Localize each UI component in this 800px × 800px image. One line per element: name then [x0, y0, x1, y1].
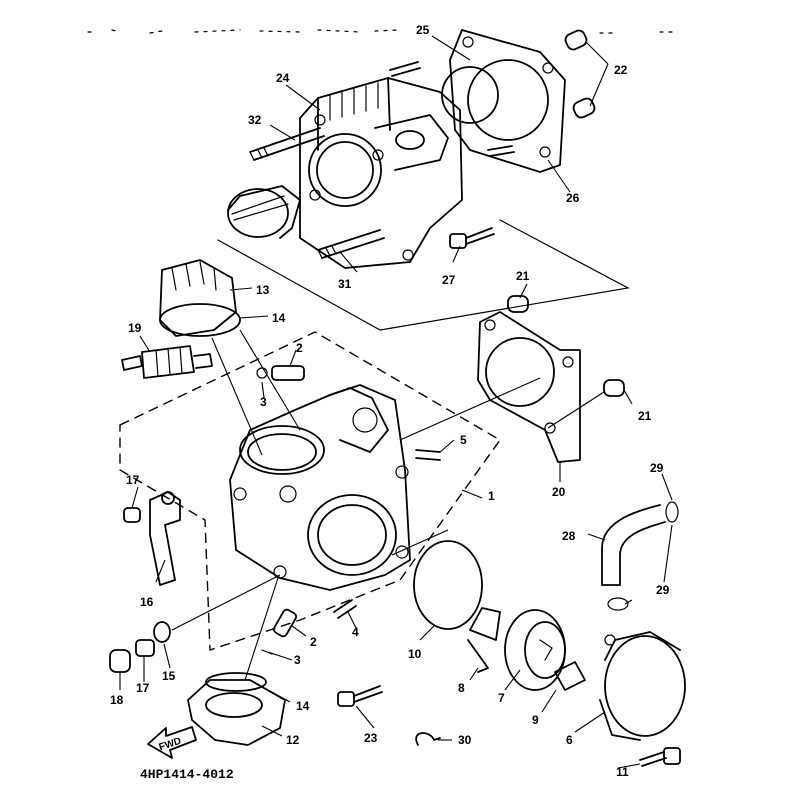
callout-31: 31 — [338, 277, 352, 291]
callout-1: 1 — [488, 489, 495, 503]
intake-joint — [187, 672, 286, 746]
diagram-caption: 4HP1414-4012 — [140, 767, 234, 782]
callout-8: 8 — [458, 681, 465, 695]
callout-14a: 14 — [272, 311, 286, 325]
upper-group-boundary — [217, 219, 630, 331]
dowel-pin-21b — [603, 379, 625, 397]
bolt-4 — [333, 599, 357, 619]
callout-18: 18 — [110, 693, 124, 707]
callout-9: 9 — [532, 713, 539, 727]
callout-4: 4 — [352, 625, 359, 639]
callout-7: 7 — [498, 691, 505, 705]
dowel-pins-upper — [564, 29, 596, 119]
scan-noise — [87, 29, 673, 34]
callout-10: 10 — [408, 647, 422, 661]
callout-6: 6 — [566, 733, 573, 747]
lower-group-boundary — [119, 331, 502, 651]
head-gasket-20 — [477, 311, 581, 463]
callout-2a: 2 — [296, 341, 303, 355]
callout-24: 24 — [276, 71, 290, 85]
callout-17a: 17 — [126, 473, 140, 487]
callout-15: 15 — [162, 669, 176, 683]
callout-3a: 3 — [260, 395, 267, 409]
callout-29b: 29 — [656, 583, 670, 597]
cylinder-head-gasket — [449, 29, 566, 173]
temp-sensor-upper — [256, 365, 305, 381]
callout-11: 11 — [616, 765, 629, 779]
callout-32: 32 — [248, 113, 262, 127]
cap-nut-washer — [109, 621, 171, 673]
cylinder-head — [229, 384, 411, 591]
callout-19: 19 — [128, 321, 142, 335]
callout-16: 16 — [140, 595, 154, 609]
seal-9 — [554, 661, 586, 691]
piston — [227, 185, 301, 239]
o-ring-10 — [413, 540, 483, 630]
dowel-pin-21a — [507, 295, 529, 313]
bolt-23 — [337, 685, 383, 707]
callout-28: 28 — [562, 529, 576, 543]
callout-3b: 3 — [294, 653, 301, 667]
clip-30 — [415, 732, 441, 746]
o-ring — [441, 66, 499, 124]
callout-29a: 29 — [650, 461, 664, 475]
spark-plug — [121, 345, 213, 379]
cylinder-bolt — [449, 227, 495, 249]
callout-12: 12 — [286, 733, 300, 747]
callout-23: 23 — [364, 731, 378, 745]
callout-5: 5 — [460, 433, 467, 447]
callout-2b: 2 — [310, 635, 317, 649]
stud-5 — [415, 449, 441, 461]
callout-25: 25 — [416, 23, 430, 37]
thermostat — [159, 259, 241, 337]
bracket — [123, 491, 181, 586]
callout-30: 30 — [458, 733, 472, 747]
callout-21b: 21 — [638, 409, 652, 423]
callout-22: 22 — [614, 63, 628, 77]
water-pump-cover — [504, 609, 566, 691]
callout-27: 27 — [442, 273, 456, 287]
bolt-11 — [639, 747, 681, 767]
cylinder-block — [299, 77, 463, 269]
callout-17b: 17 — [136, 681, 150, 695]
stud-bolts — [249, 61, 515, 259]
callout-21a: 21 — [516, 269, 530, 283]
callout-20: 20 — [552, 485, 566, 499]
callout-14b: 14 — [296, 699, 310, 713]
hose — [601, 501, 679, 611]
bolt-8 — [467, 607, 501, 673]
water-pump-housing — [599, 631, 686, 741]
callout-labels: 25 24 32 22 26 27 31 21 13 14 19 2 3 5 2… — [110, 23, 670, 779]
callout-13: 13 — [256, 283, 270, 297]
leader-lines — [119, 35, 673, 769]
callout-26: 26 — [566, 191, 580, 205]
forward-arrow-icon: FWD — [147, 726, 197, 759]
